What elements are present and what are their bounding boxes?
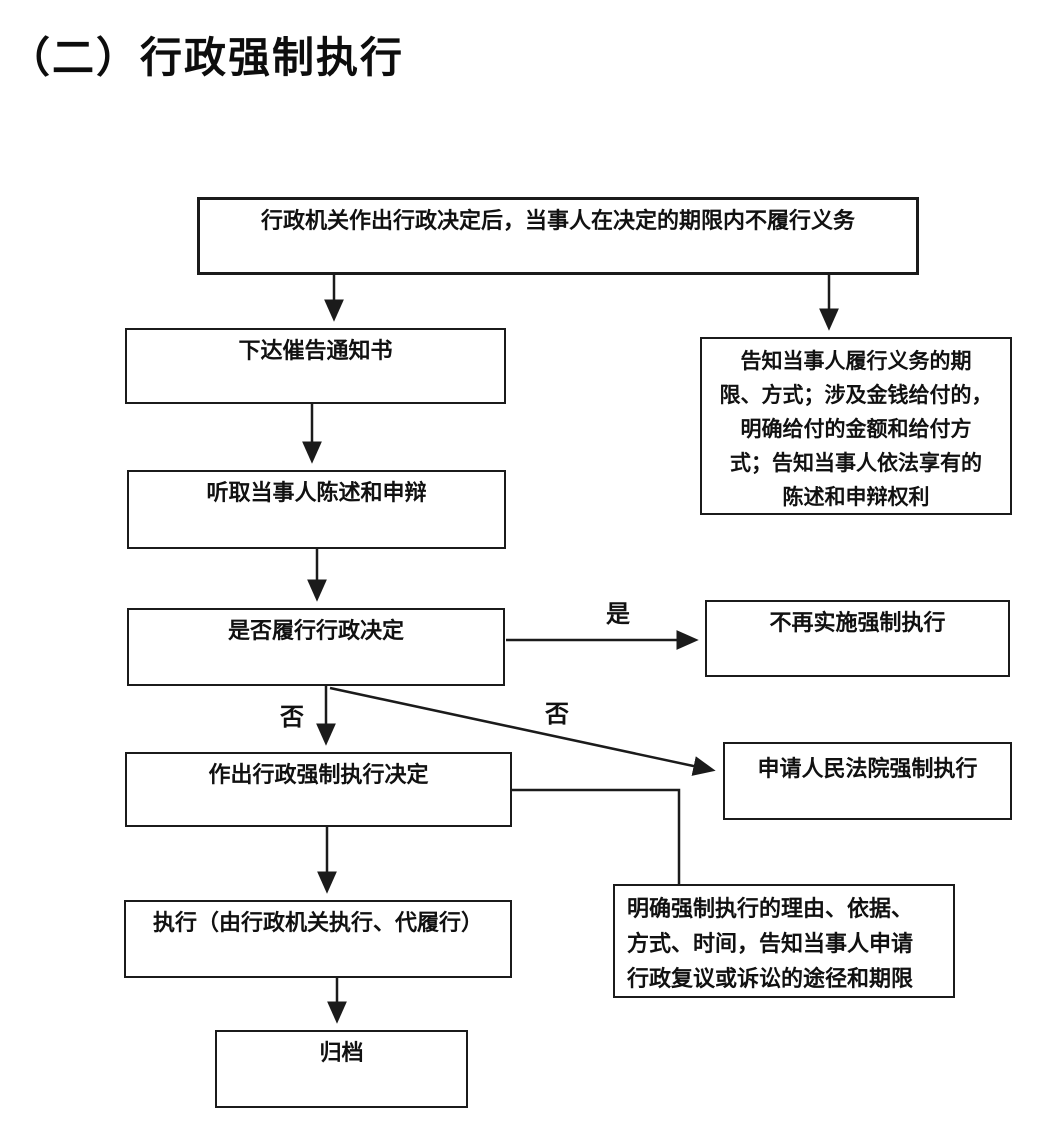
node-no-enforcement: 不再实施强制执行 [705, 600, 1010, 677]
node-inform-obligations: 告知当事人履行义务的期 限、方式；涉及金钱给付的， 明确给付的金额和给付方 式；… [700, 337, 1012, 515]
node-archive-label: 归档 [319, 1041, 364, 1066]
node-inform-obligations-line: 陈述和申辩权利 [782, 484, 930, 509]
node-inform-obligations-line: 式；告知当事人依法享有的 [730, 450, 982, 475]
node-inform-obligations-line: 明确给付的金额和给付方 [740, 416, 972, 441]
node-start-label: 行政机关作出行政决定后，当事人在决定的期限内不履行义务 [260, 209, 855, 234]
node-decide-compliance-label: 是否履行行政决定 [227, 619, 404, 644]
node-note-clarify-line: 行政复议或诉讼的途径和期限 [627, 966, 914, 992]
node-start: 行政机关作出行政决定后，当事人在决定的期限内不履行义务 [197, 197, 919, 275]
node-apply-court-label: 申请人民法院强制执行 [757, 757, 978, 782]
edge-label-no-diagonal: 否 [545, 700, 569, 728]
node-execute-label: 执行（由行政机关执行、代履行） [152, 911, 483, 936]
node-execute: 执行（由行政机关执行、代履行） [124, 900, 512, 978]
node-no-enforcement-label: 不再实施强制执行 [769, 611, 946, 636]
node-inform-obligations-line: 告知当事人履行义务的期 [740, 348, 972, 373]
node-note-clarify-line: 方式、时间，告知当事人申请 [627, 931, 914, 957]
node-decide-compliance: 是否履行行政决定 [127, 608, 505, 686]
node-hear-statement: 听取当事人陈述和申辩 [127, 470, 506, 549]
node-make-decision-label: 作出行政强制执行决定 [208, 763, 429, 788]
node-apply-court: 申请人民法院强制执行 [723, 742, 1012, 820]
node-issue-notice-label: 下达催告通知书 [238, 339, 393, 364]
node-archive: 归档 [215, 1030, 468, 1108]
edge-label-no-down: 否 [280, 703, 304, 731]
node-make-decision: 作出行政强制执行决定 [125, 752, 512, 827]
edge-label-yes: 是 [606, 600, 630, 628]
node-hear-statement-label: 听取当事人陈述和申辩 [206, 481, 427, 506]
node-note-clarify: 明确强制执行的理由、依据、 方式、时间，告知当事人申请 行政复议或诉讼的途径和期… [613, 884, 955, 998]
page-title: （二）行政强制执行 [8, 33, 405, 82]
node-note-clarify-line: 明确强制执行的理由、依据、 [627, 896, 914, 922]
node-issue-notice: 下达催告通知书 [125, 328, 506, 404]
node-inform-obligations-line: 限、方式；涉及金钱给付的， [719, 382, 993, 407]
